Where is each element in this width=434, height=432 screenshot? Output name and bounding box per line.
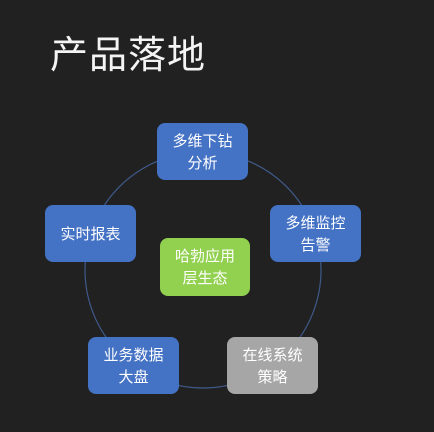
node-monitoring-alerts[interactable]: 多维监控 告警	[270, 205, 361, 262]
node-drilldown-analysis[interactable]: 多维下钻 分析	[157, 123, 248, 180]
node-realtime-report[interactable]: 实时报表	[45, 205, 136, 262]
node-online-system-strategy[interactable]: 在线系统 策略	[227, 337, 318, 394]
slide-title: 产品落地	[50, 33, 207, 77]
node-center-ecosystem[interactable]: 哈勃应用 层生态	[160, 238, 250, 296]
node-business-dashboard[interactable]: 业务数据 大盘	[88, 337, 179, 394]
